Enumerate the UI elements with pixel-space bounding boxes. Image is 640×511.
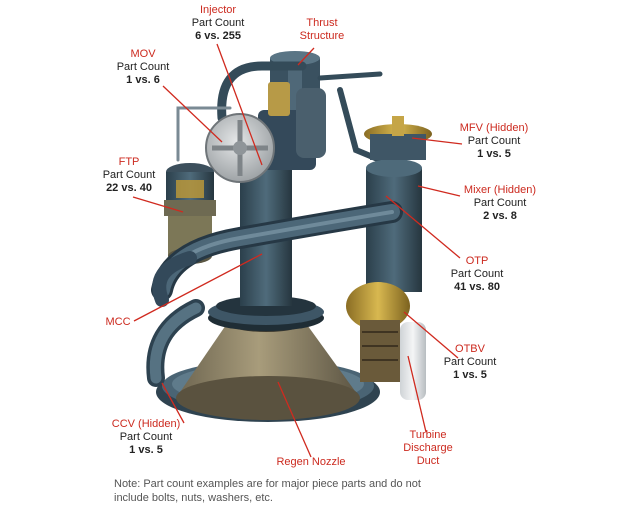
ccv-part-count-label: Part Count	[119, 431, 173, 443]
ftp-label: FTP	[118, 156, 140, 168]
thrust-structure-callout: Thrust Structure	[292, 17, 352, 43]
otbv-callout: OTBV Part Count 1 vs. 5	[438, 343, 502, 382]
injector-label: Injector	[199, 4, 237, 16]
ccv-callout: CCV (Hidden) Part Count 1 vs. 5	[104, 418, 188, 457]
mov-valve-disc	[205, 113, 275, 183]
injector-part-count-label: Part Count	[191, 17, 245, 29]
otp-label: OTP	[465, 255, 489, 267]
mixer-part-count-label: Part Count	[473, 197, 527, 209]
thrust-structure-label-line1: Thrust	[306, 17, 338, 29]
otp-part-count: 41 vs. 80	[454, 281, 500, 293]
turbine-discharge-duct-label-line2: Discharge	[403, 442, 453, 454]
mov-label: MOV	[130, 48, 156, 60]
otp-part-count-label: Part Count	[450, 268, 504, 280]
otbv-label: OTBV	[455, 343, 485, 355]
ccv-part-count: 1 vs. 5	[129, 444, 163, 456]
regen-nozzle-label: Regen Nozzle	[276, 456, 346, 468]
mfv-part-count-label: Part Count	[467, 135, 521, 147]
mov-part-count: 1 vs. 6	[126, 74, 160, 86]
mcc-label: MCC	[105, 316, 131, 328]
turbine-discharge-duct-callout: Turbine Discharge Duct	[396, 429, 460, 468]
ftp-part-count-label: Part Count	[102, 169, 156, 181]
turbine-discharge-duct-label-line1: Turbine	[409, 429, 447, 441]
mov-part-count-label: Part Count	[116, 61, 170, 73]
ftp-callout: FTP Part Count 22 vs. 40	[98, 156, 160, 195]
leader-lines	[132, 43, 463, 458]
mixer-part-count: 2 vs. 8	[483, 210, 517, 222]
turbine-discharge-duct-label-line3: Duct	[416, 455, 440, 467]
regen-nozzle-callout: Regen Nozzle	[264, 456, 358, 469]
mov-callout: MOV Part Count 1 vs. 6	[113, 48, 173, 87]
ccv-label: CCV (Hidden)	[111, 418, 181, 430]
otbv-part-count: 1 vs. 5	[453, 369, 487, 381]
footnote-line-2: include bolts, nuts, washers, etc.	[114, 492, 273, 504]
injector-callout: Injector Part Count 6 vs. 255	[186, 4, 250, 43]
otbv-turbine-discharge	[360, 320, 426, 400]
helical-duct	[146, 201, 403, 387]
injector-part-count: 6 vs. 255	[195, 30, 241, 42]
otp-callout: OTP Part Count 41 vs. 80	[444, 255, 510, 294]
mcc-callout: MCC	[100, 316, 136, 329]
mixer-label: Mixer (Hidden)	[463, 184, 537, 196]
ftp-part-count: 22 vs. 40	[106, 182, 152, 194]
oxidizer-turbopump	[364, 116, 432, 292]
footnote-line-1: Note: Part count examples are for major …	[114, 478, 421, 490]
footnote: Note: Part count examples are for major …	[114, 477, 534, 505]
thrust-structure-label-line2: Structure	[299, 30, 345, 42]
mfv-label: MFV (Hidden)	[459, 122, 529, 134]
otp-brass-sphere	[346, 282, 410, 330]
mfv-part-count: 1 vs. 5	[477, 148, 511, 160]
mixer-callout: Mixer (Hidden) Part Count 2 vs. 8	[452, 184, 548, 223]
mfv-callout: MFV (Hidden) Part Count 1 vs. 5	[452, 122, 536, 161]
otbv-part-count-label: Part Count	[443, 356, 497, 368]
